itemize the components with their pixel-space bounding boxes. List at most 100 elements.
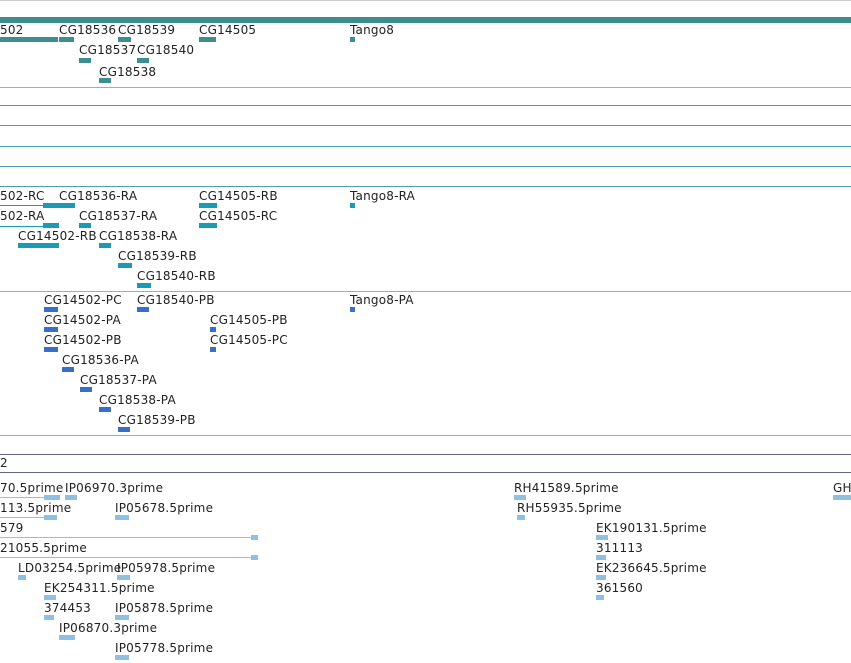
gene-label[interactable]: CG18536 (59, 23, 117, 37)
protein-feature[interactable] (44, 347, 58, 352)
protein-label[interactable]: CG14502-PB (44, 333, 122, 347)
gene-feature[interactable] (199, 37, 216, 42)
est-label[interactable]: 70.5prime (0, 481, 64, 495)
gene-label[interactable]: 502 (0, 23, 24, 37)
est-feature[interactable] (115, 655, 129, 660)
protein-feature[interactable] (137, 307, 149, 312)
transcript-label[interactable]: 502-RA (0, 209, 45, 223)
protein-label[interactable]: CG14502-PA (44, 313, 121, 327)
gene-feature[interactable] (0, 37, 58, 42)
est-label[interactable]: EK254311.5prime (44, 581, 155, 595)
est-feature[interactable] (596, 575, 606, 580)
transcript-label[interactable]: CG18539-RB (118, 249, 197, 263)
transcript-feature[interactable] (118, 263, 132, 268)
transcript-label[interactable]: CG18538-RA (99, 229, 178, 243)
est-label[interactable]: 113.5prime (0, 501, 72, 515)
protein-label[interactable]: CG14505-PB (210, 313, 288, 327)
gene-label[interactable]: CG18537 (79, 43, 137, 57)
protein-feature[interactable] (80, 387, 92, 392)
gene-label[interactable]: CG18539 (118, 23, 176, 37)
est-label[interactable]: EK236645.5prime (596, 561, 707, 575)
transcript-label[interactable]: CG14502-RB (18, 229, 97, 243)
protein-label[interactable]: CG18539-PB (118, 413, 196, 427)
protein-feature[interactable] (350, 307, 355, 312)
transcript-label[interactable]: CG18540-RB (137, 269, 216, 283)
est-feature[interactable] (517, 515, 525, 520)
protein-feature[interactable] (62, 367, 74, 372)
est-feature[interactable] (514, 495, 526, 500)
transcript-label[interactable]: CG14505-RC (199, 209, 278, 223)
transcript-feature[interactable] (137, 283, 151, 288)
gene-feature[interactable] (79, 58, 91, 63)
est-label[interactable]: 21055.5prime (0, 541, 87, 555)
protein-feature[interactable] (99, 407, 111, 412)
transcript-feature[interactable] (18, 243, 43, 248)
est-feature[interactable] (115, 615, 129, 620)
est-label[interactable]: IP05978.5prime (117, 561, 216, 575)
protein-label[interactable]: CG14505-PC (210, 333, 288, 347)
est-label[interactable]: 579 (0, 521, 24, 535)
est-label[interactable]: 361560 (596, 581, 644, 595)
protein-label[interactable]: CG18538-PA (99, 393, 176, 407)
gene-label[interactable]: CG14505 (199, 23, 257, 37)
protein-label[interactable]: CG18540-PB (137, 293, 215, 307)
protein-feature[interactable] (44, 307, 58, 312)
transcript-feature[interactable] (350, 203, 355, 208)
est-feature[interactable] (59, 635, 75, 640)
est-feature[interactable] (44, 595, 56, 600)
gene-label[interactable]: CG18538 (99, 65, 157, 79)
est-feature[interactable] (117, 575, 130, 580)
est-feature[interactable] (115, 515, 129, 520)
est-label[interactable]: LD03254.5prime (18, 561, 122, 575)
est-feature[interactable] (18, 575, 26, 580)
transcript-label[interactable]: CG18536-RA (59, 189, 138, 203)
est-label[interactable]: 374453 (44, 601, 92, 615)
transcript-feature[interactable] (79, 223, 91, 228)
est-label[interactable]: IP06970.3prime (65, 481, 164, 495)
est-label[interactable]: RH41589.5prime (514, 481, 619, 495)
est-feature[interactable] (44, 615, 54, 620)
gene-feature[interactable] (350, 37, 355, 42)
protein-label[interactable]: CG18536-PA (62, 353, 139, 367)
gene-feature[interactable] (137, 58, 149, 63)
transcript-feature[interactable] (43, 203, 75, 208)
est-label[interactable]: IP05878.5prime (115, 601, 214, 615)
est-feature[interactable] (251, 535, 258, 540)
protein-label[interactable]: CG14502-PC (44, 293, 122, 307)
est-label[interactable]: 311113 (596, 541, 644, 555)
est-label[interactable]: GH (833, 481, 851, 495)
transcript-feature[interactable] (43, 243, 59, 248)
est-feature[interactable] (596, 555, 606, 560)
est-label[interactable]: EK190131.5prime (596, 521, 707, 535)
gene-feature[interactable] (59, 37, 74, 42)
gene-label[interactable]: Tango8 (350, 23, 395, 37)
protein-feature[interactable] (210, 347, 216, 352)
transcript-label[interactable]: 502-RC (0, 189, 45, 203)
transcript-feature[interactable] (43, 223, 59, 228)
transcript-label[interactable]: CG14505-RB (199, 189, 278, 203)
est-label[interactable]: RH55935.5prime (517, 501, 622, 515)
est-feature[interactable] (44, 515, 57, 520)
est-feature[interactable] (44, 495, 60, 500)
est-label[interactable]: IP05678.5prime (115, 501, 214, 515)
transcript-label[interactable]: Tango8-RA (350, 189, 416, 203)
est-label[interactable]: IP06870.3prime (59, 621, 158, 635)
protein-feature[interactable] (118, 427, 130, 432)
transcript-feature[interactable] (199, 203, 217, 208)
protein-feature[interactable] (210, 327, 216, 332)
transcript-feature[interactable] (199, 223, 217, 228)
gene-feature[interactable] (118, 37, 131, 42)
est-feature[interactable] (596, 535, 608, 540)
protein-label[interactable]: Tango8-PA (350, 293, 414, 307)
est-feature[interactable] (833, 495, 851, 500)
transcript-feature[interactable] (99, 243, 111, 248)
protein-label[interactable]: CG18537-PA (80, 373, 157, 387)
est-feature[interactable] (251, 555, 258, 560)
transcript-label[interactable]: CG18537-RA (79, 209, 158, 223)
gene-label[interactable]: CG18540 (137, 43, 195, 57)
protein-feature[interactable] (44, 327, 58, 332)
est-feature[interactable] (596, 595, 604, 600)
est-label[interactable]: IP05778.5prime (115, 641, 214, 655)
gene-feature[interactable] (99, 78, 111, 83)
est-feature[interactable] (65, 495, 77, 500)
